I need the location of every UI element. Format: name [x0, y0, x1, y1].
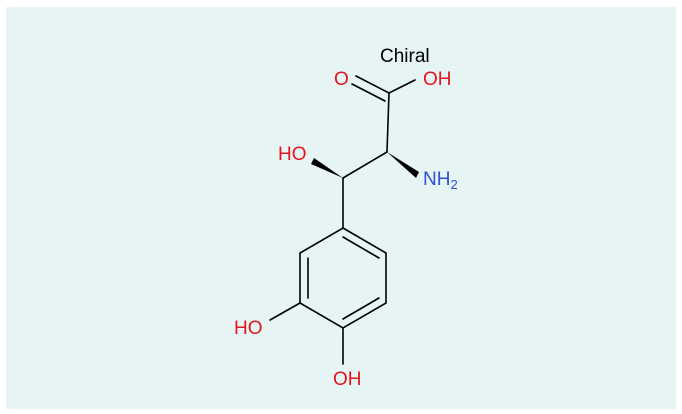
atom-ring-oh-bottom: OH: [333, 369, 362, 390]
atom-side-oh: HO: [278, 144, 307, 165]
atom-amine: NH2: [423, 169, 458, 192]
wedge-bond-nh2: [387, 152, 419, 178]
aromatic-inner-1: [342, 236, 380, 259]
bond-carboxyl-alpha: [386, 92, 390, 153]
atom-ring-oh-left: HO: [234, 318, 263, 339]
bond-c-o-double-2: [351, 83, 386, 102]
benzene-ring: [299, 227, 387, 329]
atom-carbonyl-o: O: [334, 69, 349, 90]
structure-canvas: [6, 7, 676, 409]
atom-acid-oh: OH: [423, 69, 452, 90]
bond-c-o-double-1: [355, 75, 390, 94]
bond-alpha-beta: [342, 151, 388, 179]
amine-subscript: 2: [450, 177, 457, 192]
amine-main: NH: [423, 169, 450, 190]
bond-layer: [269, 75, 419, 365]
wedge-bond-oh: [311, 158, 343, 178]
bond-c-oh: [388, 79, 416, 94]
aromatic-inner-2: [342, 297, 380, 320]
bond-ring-oh-left: [269, 302, 301, 321]
chirality-label: Chiral: [380, 46, 430, 67]
